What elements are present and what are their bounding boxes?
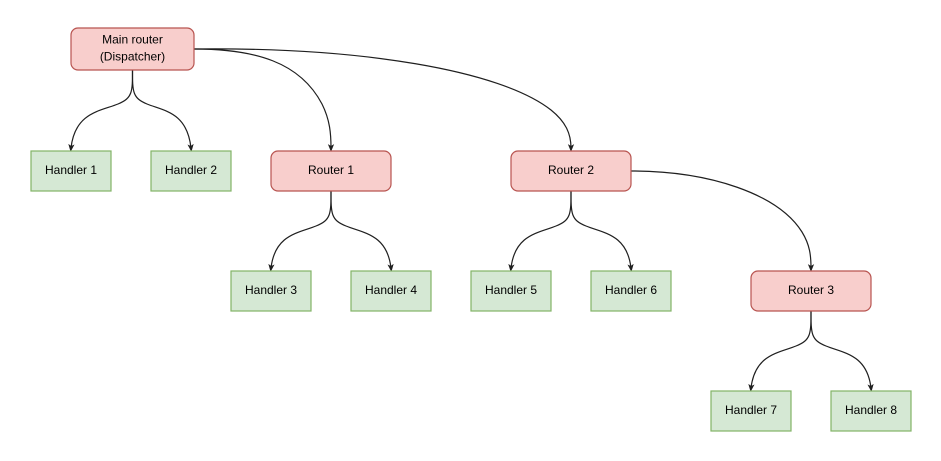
edge-main-to-handler-2	[131, 69, 194, 152]
handler-3-shape[interactable]	[230, 270, 312, 312]
edge-router-2-to-router-3	[630, 170, 815, 272]
node-handler-4[interactable]: Handler 4	[350, 270, 432, 312]
router-2-shape[interactable]	[510, 150, 632, 192]
node-handler-5[interactable]: Handler 5	[470, 270, 552, 312]
handler-1-shape[interactable]	[30, 150, 112, 192]
edge-main-to-handler-1	[68, 69, 134, 152]
edge-router-1-to-handler-3	[268, 190, 332, 272]
node-handler-6[interactable]: Handler 6	[590, 270, 672, 312]
handler-6-shape[interactable]	[590, 270, 672, 312]
edge-router-2-to-handler-5	[508, 190, 572, 272]
node-router-3[interactable]: Router 3	[750, 270, 872, 312]
edge-router-3-to-handler-7	[748, 310, 812, 392]
node-main-router[interactable]: Main router(Dispatcher)	[70, 27, 195, 71]
edge-main-to-router-2	[193, 48, 575, 152]
node-router-1[interactable]: Router 1	[270, 150, 392, 192]
node-handler-1[interactable]: Handler 1	[30, 150, 112, 192]
handler-5-shape[interactable]	[470, 270, 552, 312]
main-router-shape[interactable]	[70, 27, 195, 71]
handler-2-shape[interactable]	[150, 150, 232, 192]
nodes-layer: Main router(Dispatcher) Handler 1 Handler …	[30, 27, 912, 432]
edge-router-2-to-handler-6	[570, 190, 634, 272]
edges-layer	[68, 48, 874, 392]
node-router-2[interactable]: Router 2	[510, 150, 632, 192]
node-handler-3[interactable]: Handler 3	[230, 270, 312, 312]
edge-router-1-to-handler-4	[330, 190, 394, 272]
node-handler-2[interactable]: Handler 2	[150, 150, 232, 192]
router-1-shape[interactable]	[270, 150, 392, 192]
router-3-shape[interactable]	[750, 270, 872, 312]
handler-4-shape[interactable]	[350, 270, 432, 312]
node-handler-7[interactable]: Handler 7	[710, 390, 792, 432]
handler-8-shape[interactable]	[830, 390, 912, 432]
node-handler-8[interactable]: Handler 8	[830, 390, 912, 432]
edge-router-3-to-handler-8	[810, 310, 874, 392]
edge-main-to-router-1	[193, 48, 335, 152]
handler-7-shape[interactable]	[710, 390, 792, 432]
